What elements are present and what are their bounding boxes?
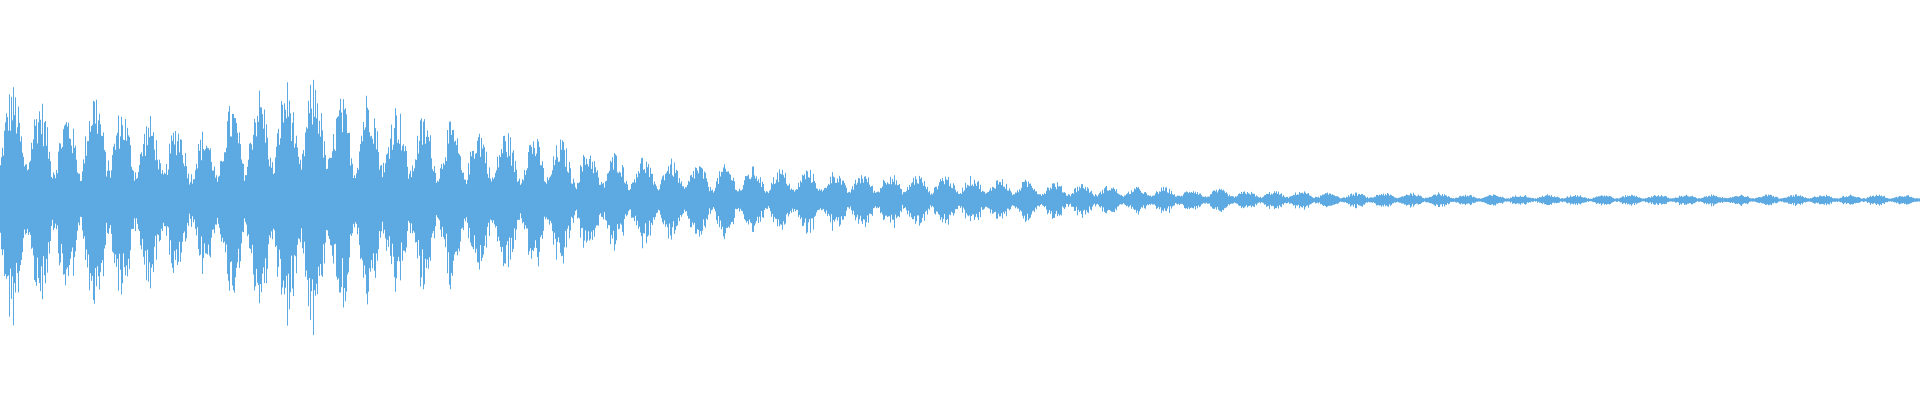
waveform-path [0,79,1920,336]
waveform-bars [0,79,1920,336]
